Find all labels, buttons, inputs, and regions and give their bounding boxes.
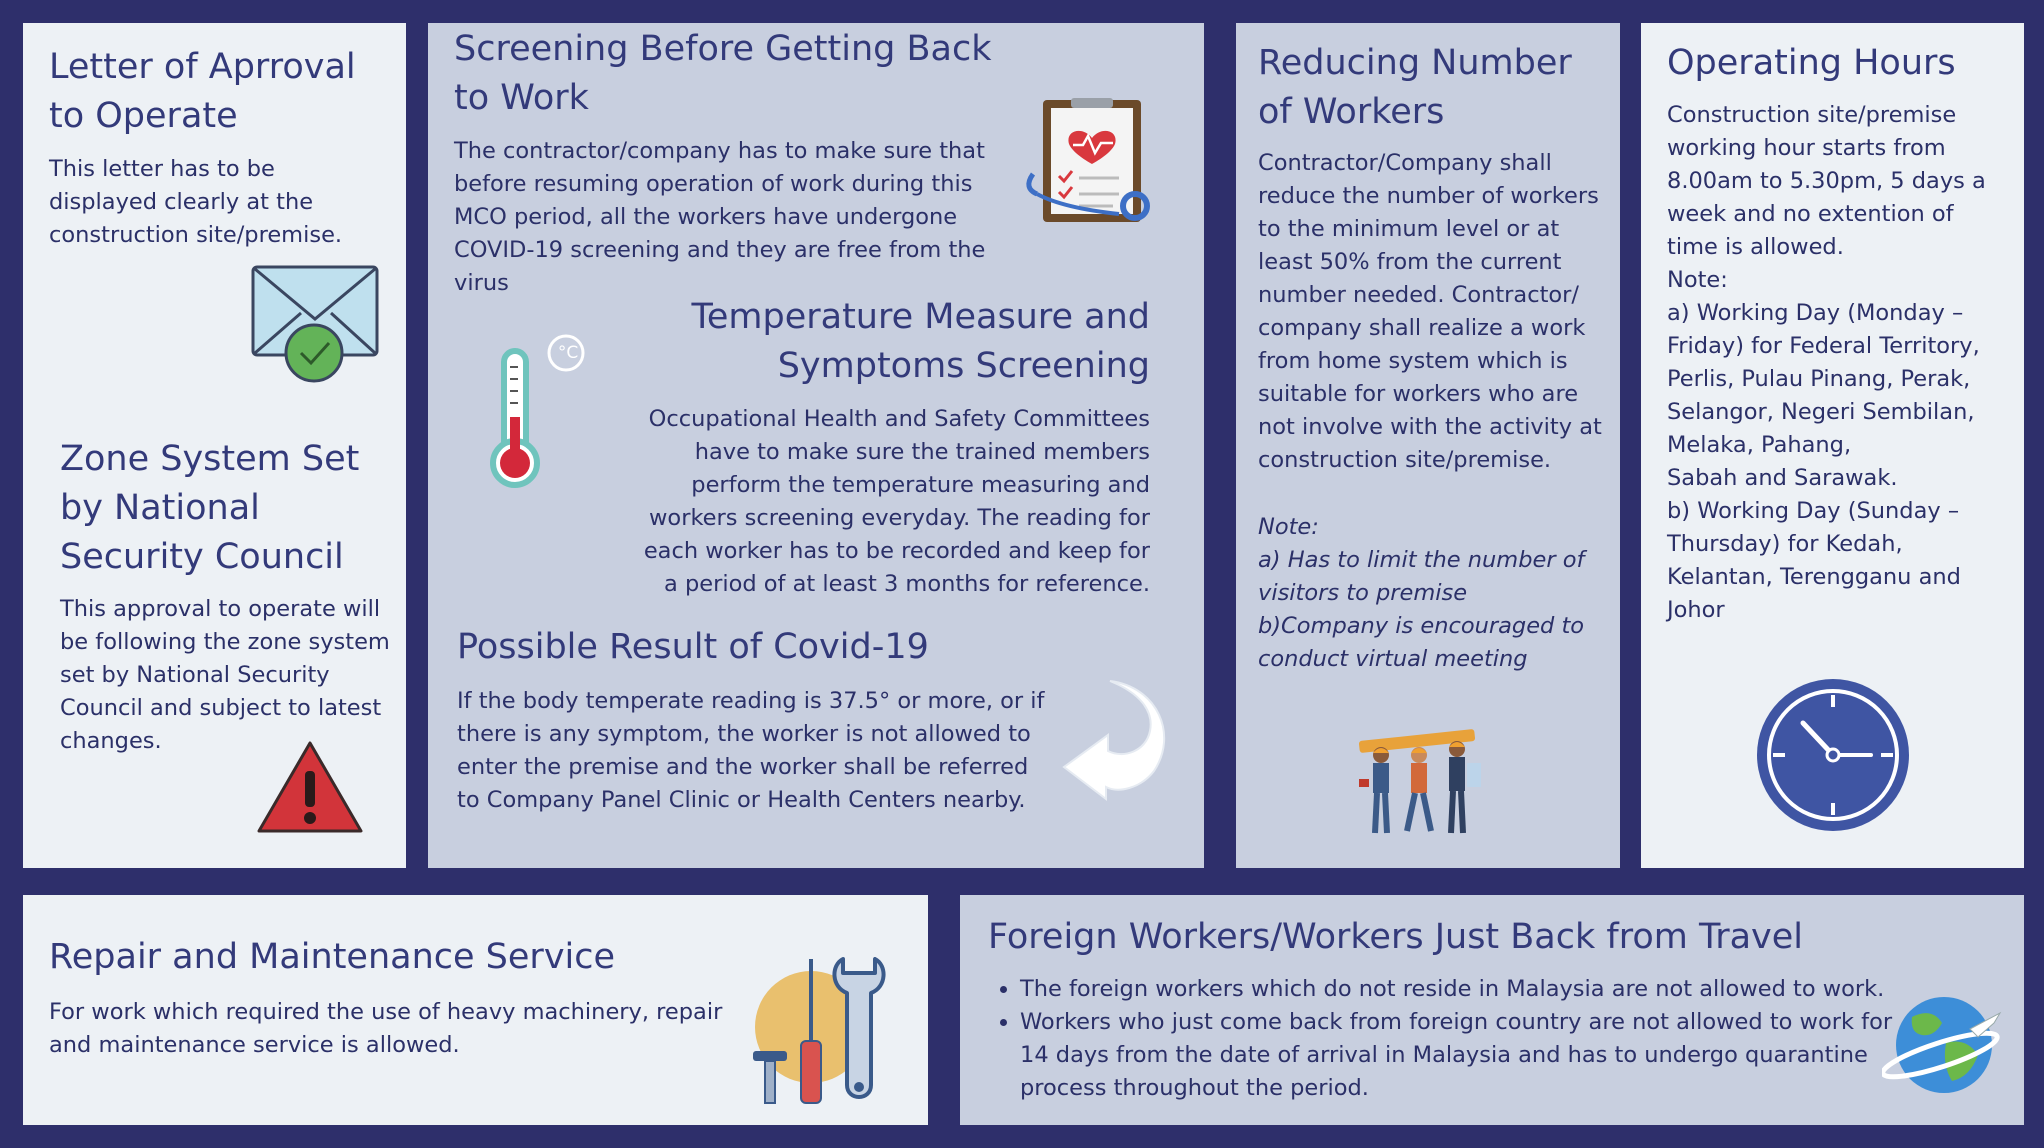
temperature-title: Temperature Measure and Symptoms Screeni… <box>691 297 1150 386</box>
reducing-title: Reducing Number of Workers <box>1258 43 1572 132</box>
curved-arrow-icon <box>1058 675 1178 805</box>
screening-body: The contractor/company has to make sure … <box>454 138 986 296</box>
tools-icon <box>751 957 891 1107</box>
card-foreign-workers: Foreign Workers/Workers Just Back from T… <box>960 895 2024 1125</box>
foreign-bullet: Workers who just come back from foreign … <box>1020 1006 1900 1105</box>
hours-note-label: Note: <box>1667 267 1728 293</box>
clipboard-health-icon <box>1023 98 1163 228</box>
repair-body: For work which required the use of heavy… <box>49 999 723 1058</box>
possible-body: If the body temperate reading is 37.5° o… <box>457 688 1045 813</box>
celsius-symbol: °C <box>557 343 579 363</box>
thermometer-icon <box>488 333 598 493</box>
reducing-note-a: a) Has to limit the number of visitors t… <box>1258 547 1585 606</box>
hours-title: Operating Hours <box>1667 43 1956 83</box>
workers-group-icon <box>1351 713 1501 853</box>
globe-plane-icon <box>1882 993 2006 1097</box>
card-reducing-workers: Reducing Number of Workers Contractor/Co… <box>1236 23 1620 868</box>
hours-body: Construction site/premise working hour s… <box>1667 102 1986 260</box>
envelope-check-icon <box>251 263 383 387</box>
hours-note-b: b) Working Day (Sunday – Thursday) for K… <box>1667 498 1961 623</box>
card-repair-maintenance: Repair and Maintenance Service For work … <box>23 895 928 1125</box>
zone-title: Zone System Set by National Security Cou… <box>60 439 360 577</box>
reducing-note-label: Note: <box>1258 514 1319 540</box>
temperature-body: Occupational Health and Safety Committee… <box>643 406 1150 597</box>
foreign-bullet-list: The foreign workers which do not reside … <box>988 973 1900 1105</box>
reducing-body: Contractor/Company shall reduce the numb… <box>1258 150 1602 473</box>
possible-title: Possible Result of Covid-19 <box>457 627 929 667</box>
foreign-bullet: The foreign workers which do not reside … <box>1020 973 1900 1006</box>
screening-title: Screening Before Getting Back to Work <box>454 29 992 118</box>
clock-icon <box>1755 677 1911 833</box>
foreign-title: Foreign Workers/Workers Just Back from T… <box>988 917 1803 957</box>
hours-note-a: a) Working Day (Monday – Friday) for Fed… <box>1667 300 1980 458</box>
hours-note-a2: Sabah and Sarawak. <box>1667 465 1898 491</box>
repair-title: Repair and Maintenance Service <box>49 937 616 977</box>
card-operating-hours: Operating Hours Construction site/premis… <box>1641 23 2024 868</box>
zone-body: This approval to operate will be followi… <box>60 596 390 754</box>
card-screening: Screening Before Getting Back to Work Th… <box>428 23 1204 868</box>
letter-title: Letter of Aprroval to Operate <box>49 47 356 136</box>
letter-body: This letter has to be displayed clearly … <box>49 156 343 248</box>
warning-triangle-icon <box>255 739 365 835</box>
card-letter-of-approval: Letter of Aprroval to Operate This lette… <box>23 23 406 868</box>
reducing-note-b: b)Company is encouraged to conduct virtu… <box>1258 613 1585 672</box>
